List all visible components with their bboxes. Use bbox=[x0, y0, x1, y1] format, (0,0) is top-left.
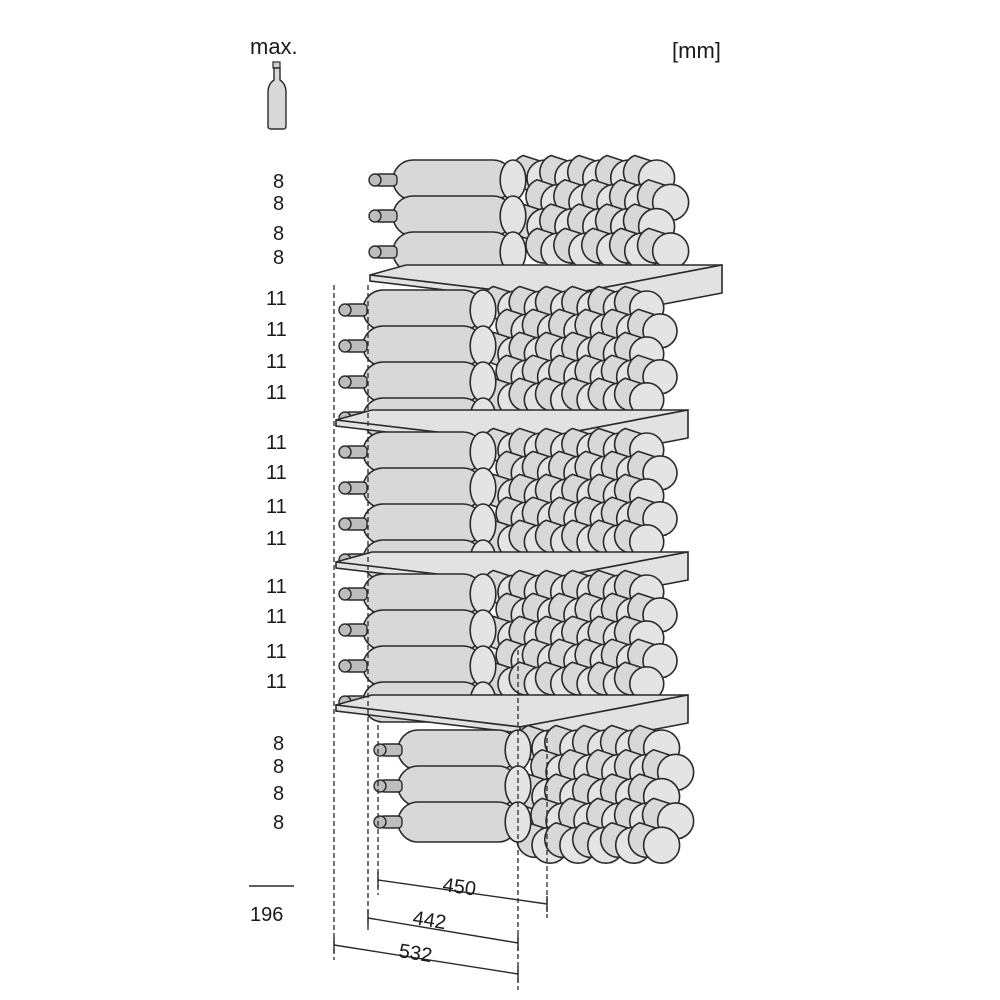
bottle bbox=[368, 159, 527, 201]
row-bottle-count: 11 bbox=[266, 432, 287, 454]
row-bottle-count: 11 bbox=[266, 462, 287, 484]
row-bottle-count: 8 bbox=[273, 812, 284, 834]
bottle bbox=[338, 431, 497, 473]
dimension-442-label: 442 bbox=[411, 907, 447, 934]
row-bottle-count: 8 bbox=[273, 223, 284, 245]
bottle bbox=[338, 467, 497, 509]
row-bottle-count: 11 bbox=[266, 576, 287, 598]
max-label: max. bbox=[250, 34, 298, 59]
rack-compartment bbox=[373, 724, 695, 865]
unit-label: [mm] bbox=[672, 38, 721, 63]
bottle bbox=[338, 289, 497, 331]
row-bottle-count: 11 bbox=[266, 288, 287, 310]
bottle bbox=[338, 645, 497, 687]
bottle bbox=[373, 765, 532, 807]
row-bottle-count: 11 bbox=[266, 671, 287, 693]
row-bottle-count: 8 bbox=[273, 171, 284, 193]
row-bottle-count: 8 bbox=[273, 193, 284, 215]
wine-rack-illustration bbox=[335, 154, 723, 865]
dimension-450-label: 450 bbox=[441, 874, 477, 900]
dimension-450: 450 bbox=[377, 872, 548, 912]
row-bottle-count: 11 bbox=[266, 641, 287, 663]
bottle-icon bbox=[267, 61, 287, 130]
row-bottle-count: 11 bbox=[266, 382, 287, 404]
row-bottle-count: 8 bbox=[273, 733, 284, 755]
dimension-442: 442 bbox=[367, 907, 519, 951]
row-bottle-count: 11 bbox=[266, 606, 287, 628]
bottle bbox=[373, 801, 532, 843]
dimension-guides bbox=[333, 285, 548, 990]
bottle bbox=[338, 361, 497, 403]
bottle bbox=[338, 573, 497, 615]
bottle bbox=[613, 377, 665, 418]
bottle bbox=[338, 325, 497, 367]
dimension-532: 532 bbox=[333, 937, 519, 982]
rack-compartment bbox=[368, 154, 690, 273]
bottle bbox=[338, 609, 497, 651]
bottle bbox=[627, 821, 681, 865]
rack-compartment bbox=[338, 427, 678, 581]
row-bottle-count: 8 bbox=[273, 783, 284, 805]
bottle bbox=[368, 195, 527, 237]
row-bottle-count: 8 bbox=[273, 756, 284, 778]
row-bottle-count: 8 bbox=[273, 247, 284, 269]
rack-compartment bbox=[338, 569, 678, 723]
row-bottle-count: 11 bbox=[266, 496, 287, 518]
bottle bbox=[338, 503, 497, 545]
total-bottle-count: 196 bbox=[250, 904, 283, 926]
row-bottle-count: 11 bbox=[266, 528, 287, 550]
dimension-532-label: 532 bbox=[397, 940, 433, 967]
bottle bbox=[636, 227, 690, 270]
row-bottle-count: 11 bbox=[266, 351, 287, 373]
row-bottle-count: 11 bbox=[266, 319, 287, 341]
bottle bbox=[373, 729, 532, 771]
